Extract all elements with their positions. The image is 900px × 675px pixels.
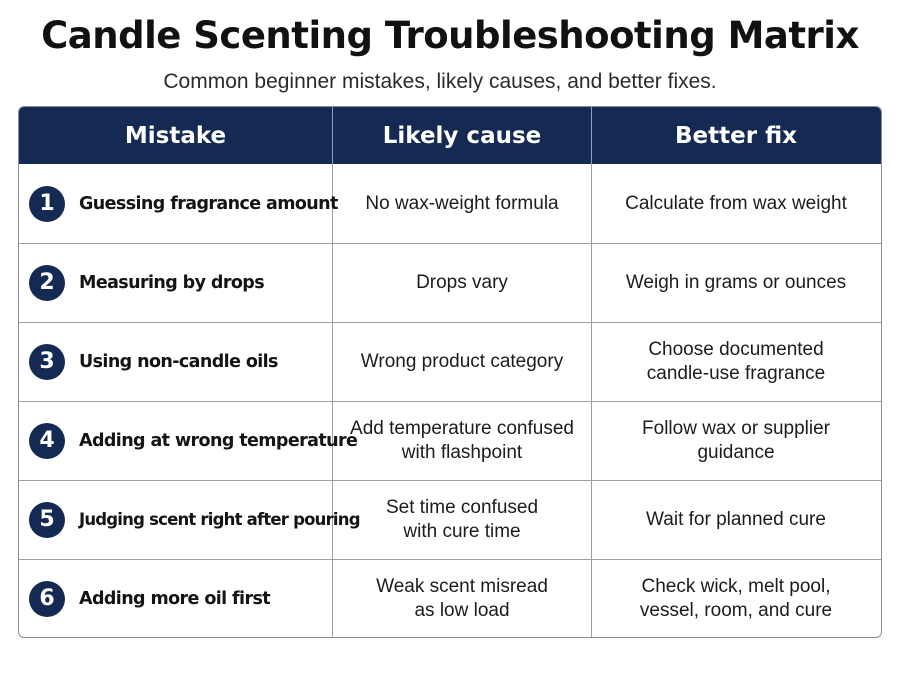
mistake-cell: 1 Guessing fragrance amount — [19, 164, 338, 243]
cause-cell: Wrong product category — [333, 323, 592, 401]
troubleshooting-matrix: Mistake Likely cause Better fix 1 Guessi… — [18, 106, 882, 638]
fix-cell: Calculate from wax weight — [625, 192, 847, 214]
cause-cell: Set time confused with cure time — [333, 481, 592, 559]
number-badge: 5 — [29, 502, 65, 538]
mistake-cell: 4 Adding at wrong temperature — [19, 402, 358, 480]
mistake-text: Adding at wrong temperature — [79, 431, 358, 451]
table-header-row: Mistake Likely cause Better fix — [19, 107, 881, 164]
mistake-text: Adding more oil first — [79, 589, 271, 609]
table-row: 1 Guessing fragrance amount No wax-weigh… — [19, 164, 881, 243]
cause-cell: Drops vary — [333, 244, 592, 322]
header-likely-cause: Likely cause — [333, 107, 592, 164]
mistake-cell: 3 Using non-candle oils — [19, 323, 333, 401]
header-mistake: Mistake — [19, 107, 333, 164]
number-badge: 1 — [29, 185, 65, 222]
number-badge: 3 — [29, 344, 65, 380]
header-better-fix: Better fix — [675, 122, 797, 149]
mistake-text: Using non-candle oils — [79, 352, 278, 372]
fix-cell: Follow wax or supplier guidance — [642, 418, 830, 463]
fix-cell: Check wick, melt pool, vessel, room, and… — [639, 576, 833, 621]
cause-cell: Add temperature confused with flashpoint — [333, 402, 592, 480]
page-title: Candle Scenting Troubleshooting Matrix — [41, 14, 859, 57]
fix-cell: Choose documented candle-use fragrance — [646, 339, 826, 384]
number-badge: 6 — [29, 581, 65, 617]
mistake-text: Guessing fragrance amount — [79, 193, 338, 214]
cause-cell: No wax-weight formula — [333, 164, 592, 243]
mistake-cell: 2 Measuring by drops — [19, 244, 333, 322]
number-badge: 4 — [29, 423, 65, 459]
table-row: 4 Adding at wrong temperature Add temper… — [19, 401, 881, 480]
table-row: 3 Using non-candle oils Wrong product ca… — [19, 322, 881, 401]
page-subtitle: Common beginner mistakes, likely causes,… — [163, 70, 717, 93]
fix-cell: Weigh in grams or ounces — [625, 272, 847, 293]
table-row: 5 Judging scent right after pouring Set … — [19, 480, 881, 559]
table-body: 1 Guessing fragrance amount No wax-weigh… — [19, 164, 881, 637]
mistake-cell: 5 Judging scent right after pouring — [19, 481, 361, 559]
fix-cell: Wait for planned cure — [646, 509, 826, 530]
mistake-text: Judging scent right after pouring — [79, 510, 361, 529]
table-row: 6 Adding more oil first Weak scent misre… — [19, 559, 881, 637]
mistake-cell: 6 Adding more oil first — [19, 560, 333, 637]
number-badge: 2 — [29, 265, 65, 301]
table-row: 2 Measuring by drops Drops vary Weigh in… — [19, 243, 881, 322]
cause-cell: Weak scent misread as low load — [333, 560, 592, 637]
mistake-text: Measuring by drops — [79, 273, 265, 293]
